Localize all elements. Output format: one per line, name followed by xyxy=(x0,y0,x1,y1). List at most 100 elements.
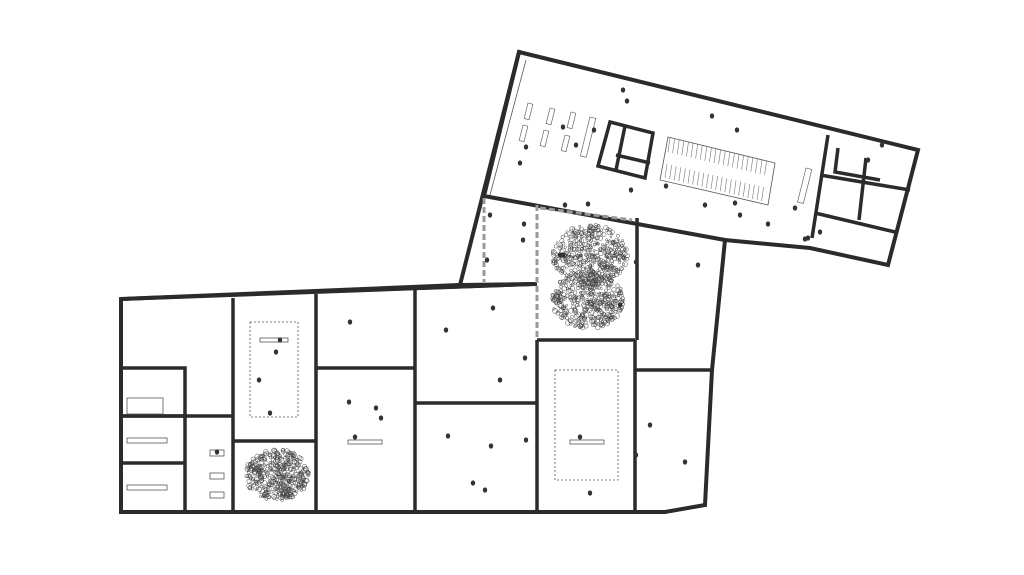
foliage xyxy=(602,273,606,276)
foliage xyxy=(600,261,604,265)
foliage xyxy=(553,244,558,249)
person-figure xyxy=(879,142,885,148)
east-room-wall xyxy=(810,134,830,239)
foliage xyxy=(580,295,585,300)
foliage xyxy=(296,462,299,466)
person-figure xyxy=(865,157,871,163)
person-figure xyxy=(663,183,669,189)
tread xyxy=(733,180,737,195)
foliage xyxy=(604,305,609,310)
foliage xyxy=(597,300,603,305)
person-figure xyxy=(620,87,626,93)
foliage xyxy=(581,302,586,308)
foliage xyxy=(560,266,564,270)
foliage xyxy=(246,483,253,489)
foliage xyxy=(570,251,576,257)
foliage xyxy=(556,302,563,308)
foliage xyxy=(554,252,558,257)
foliage xyxy=(609,315,613,320)
foliage xyxy=(561,241,566,246)
foliage xyxy=(592,237,597,242)
foliage xyxy=(605,248,611,255)
tread xyxy=(715,176,718,191)
foliage xyxy=(268,469,274,476)
foliage xyxy=(271,457,277,463)
foliage xyxy=(291,453,296,457)
foliage xyxy=(274,457,281,463)
foliage xyxy=(573,228,579,235)
foliage xyxy=(282,463,288,469)
foliage xyxy=(600,313,604,317)
tread xyxy=(755,158,758,173)
foliage xyxy=(572,239,576,244)
foliage xyxy=(567,255,573,261)
foliage xyxy=(586,278,590,282)
foliage xyxy=(582,272,588,279)
trees xyxy=(244,223,630,502)
foliage xyxy=(620,267,624,271)
person-figure xyxy=(487,212,493,218)
foliage xyxy=(286,487,291,493)
tread xyxy=(752,184,755,199)
foliage xyxy=(574,313,580,319)
foliage xyxy=(590,246,594,249)
foliage xyxy=(586,302,591,306)
foliage xyxy=(621,294,625,298)
foliage xyxy=(302,481,308,487)
person-figure xyxy=(617,302,623,308)
foliage xyxy=(278,485,285,492)
foliage xyxy=(595,317,601,323)
foliage xyxy=(606,227,610,231)
foliage xyxy=(567,238,571,242)
foliage xyxy=(588,260,593,264)
foliage xyxy=(558,302,564,308)
foliage xyxy=(554,301,559,306)
foliage xyxy=(275,468,280,472)
foliage xyxy=(613,306,619,312)
tread xyxy=(718,150,721,165)
person-figure xyxy=(277,337,283,343)
foliage xyxy=(278,468,283,472)
foliage xyxy=(599,286,603,290)
foliage xyxy=(572,307,578,314)
foliage xyxy=(599,292,604,297)
tread xyxy=(759,159,763,175)
foliage xyxy=(566,273,572,279)
foliage xyxy=(256,486,262,492)
tread xyxy=(742,182,746,197)
foliage xyxy=(286,450,292,455)
foliage xyxy=(302,466,308,472)
foliage xyxy=(268,453,273,458)
foliage xyxy=(596,242,600,246)
foliage xyxy=(618,250,623,255)
person-figure xyxy=(557,252,563,258)
foliage xyxy=(584,253,588,257)
person-figure xyxy=(445,433,451,439)
foliage xyxy=(254,466,258,470)
foliage xyxy=(593,281,598,286)
person-figure xyxy=(373,405,379,411)
shelf xyxy=(797,167,813,204)
foliage xyxy=(249,476,253,480)
foliage xyxy=(259,479,264,484)
foliage xyxy=(290,483,296,489)
foliage xyxy=(575,253,580,258)
foliage xyxy=(273,481,278,487)
foliage xyxy=(579,247,584,251)
person-figure xyxy=(702,202,708,208)
foliage xyxy=(578,254,582,258)
foliage xyxy=(302,484,306,488)
foliage xyxy=(601,231,607,237)
foliage xyxy=(605,255,609,260)
foliage xyxy=(585,258,589,261)
foliage xyxy=(561,285,567,292)
shelf xyxy=(523,102,534,121)
foliage xyxy=(264,497,269,501)
person-figure xyxy=(682,459,688,465)
person-figure xyxy=(521,221,527,227)
person-figure xyxy=(484,257,490,263)
foliage xyxy=(574,323,578,328)
foliage xyxy=(290,476,296,482)
foliage xyxy=(569,297,572,301)
foliage xyxy=(588,248,592,253)
